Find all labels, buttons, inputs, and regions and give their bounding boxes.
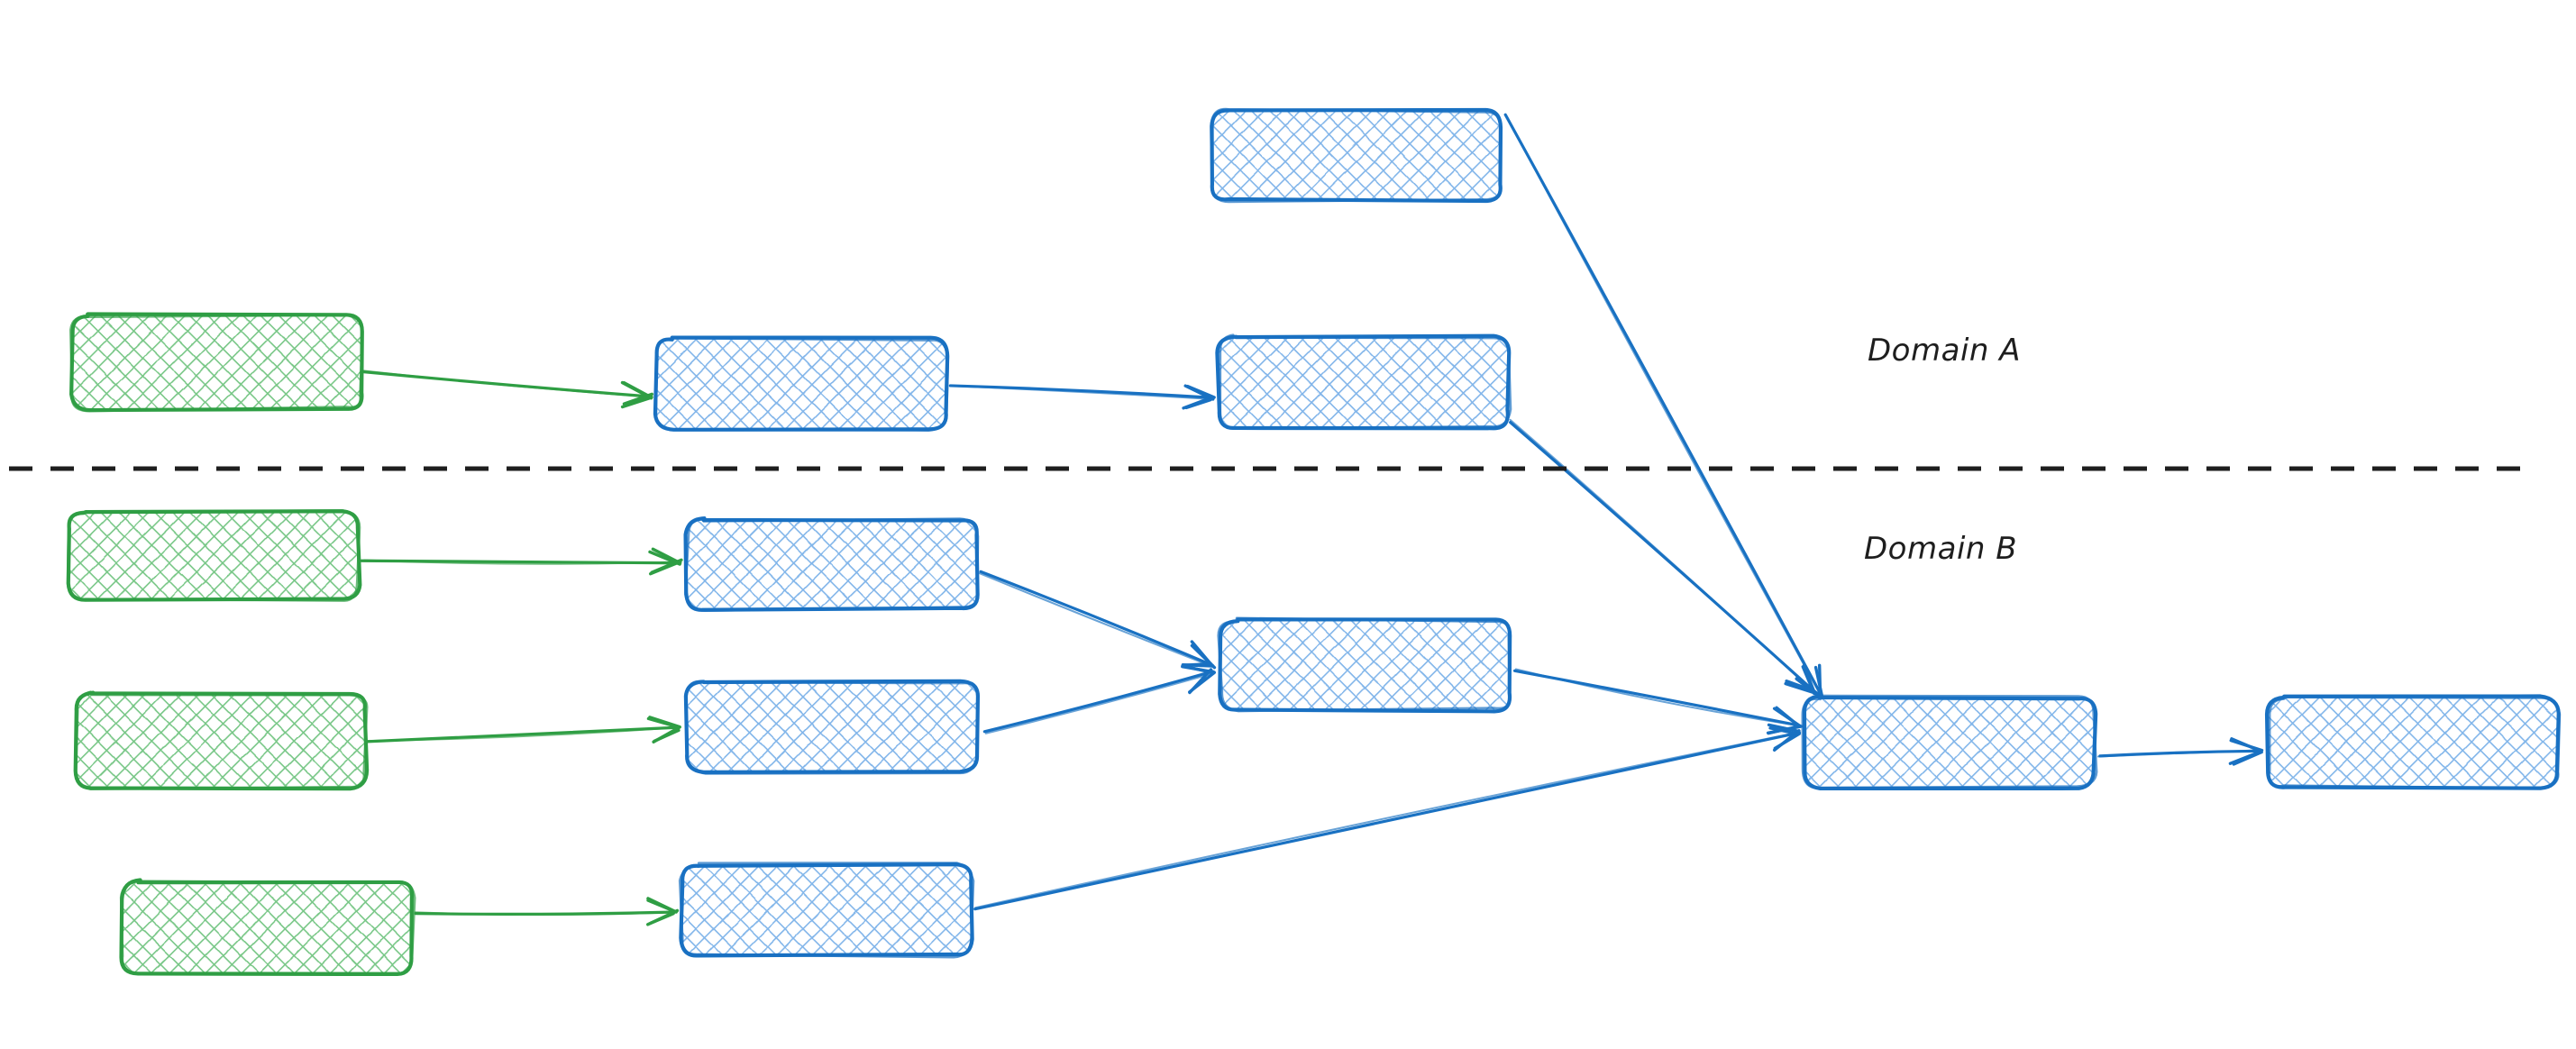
node-fill — [1220, 620, 1511, 710]
edge-line — [984, 672, 1213, 734]
edge-line — [974, 731, 1801, 909]
node-outline — [685, 680, 980, 775]
edge-e6[interactable] — [361, 716, 681, 743]
node-b-final[interactable] — [2264, 694, 2562, 790]
arrow-head — [1768, 726, 1801, 751]
edge-line — [951, 385, 1214, 400]
edge-line — [2096, 749, 2261, 758]
edge-e4[interactable] — [1509, 418, 1818, 696]
node-fill — [2268, 698, 2558, 788]
node-b-proc-3[interactable] — [678, 862, 975, 959]
node-b-src-3[interactable] — [119, 878, 416, 977]
node-a-top-1[interactable] — [1210, 107, 1503, 204]
node-fill — [72, 315, 362, 409]
node-outline — [684, 515, 980, 613]
edge-line — [973, 731, 1802, 911]
node-fill — [69, 512, 359, 600]
edge-e1[interactable] — [361, 369, 654, 409]
arrow-head — [646, 716, 681, 743]
node-outline — [1801, 694, 2098, 789]
edge-line — [978, 572, 1214, 668]
arrow-head — [646, 897, 678, 926]
arrow-head — [1184, 384, 1216, 410]
node-outline — [654, 336, 950, 432]
node-fill — [681, 865, 972, 955]
node-outline — [2268, 696, 2562, 790]
edge-e11[interactable] — [973, 723, 1802, 911]
nodes-layer — [66, 107, 2562, 977]
edge-e2[interactable] — [948, 384, 1216, 410]
label-domain-b: Domain B — [1864, 531, 2017, 567]
node-outline — [1210, 107, 1502, 204]
node-outline — [74, 690, 369, 791]
edge-line — [362, 369, 654, 398]
edge-line — [982, 670, 1214, 734]
edges-layer — [360, 113, 2264, 926]
node-outline — [1219, 333, 1512, 430]
arrow-head — [2228, 738, 2264, 765]
edge-line — [979, 570, 1214, 667]
edge-line — [1509, 418, 1815, 693]
node-outline — [69, 314, 364, 413]
node-fill — [1219, 337, 1509, 427]
node-a-src-1[interactable] — [69, 312, 364, 413]
node-b-sink[interactable] — [1801, 694, 2098, 791]
node-b-merge[interactable] — [1217, 616, 1512, 714]
edge-e5[interactable] — [360, 547, 683, 576]
node-b-proc-2[interactable] — [683, 679, 981, 775]
edge-line — [361, 726, 681, 743]
arrow-head — [620, 380, 653, 406]
node-outline — [119, 880, 416, 975]
node-fill — [1804, 698, 2095, 788]
arrow-head — [1181, 664, 1216, 695]
edge-e10[interactable] — [1512, 668, 1804, 735]
edge-e3[interactable] — [1503, 113, 1823, 698]
edge-e9[interactable] — [982, 664, 1217, 734]
node-fill — [76, 694, 366, 788]
edge-line — [363, 559, 679, 565]
node-outline — [1217, 616, 1512, 713]
node-fill — [687, 681, 977, 771]
edge-line — [1514, 668, 1802, 727]
edge-e7[interactable] — [414, 897, 680, 926]
edge-line — [1505, 115, 1822, 698]
node-b-proc-1[interactable] — [683, 515, 980, 613]
node-outline — [66, 509, 361, 602]
node-outline — [678, 862, 975, 959]
node-fill — [656, 339, 946, 429]
node-a-proc-2[interactable] — [1215, 333, 1512, 431]
label-domain-a: Domain A — [1868, 333, 2021, 369]
edge-line — [414, 911, 678, 917]
node-fill — [1211, 110, 1502, 200]
node-b-src-1[interactable] — [66, 509, 362, 602]
node-fill — [687, 519, 977, 609]
node-fill — [123, 881, 413, 973]
arrow-head — [1785, 665, 1816, 696]
node-b-src-2[interactable] — [73, 690, 370, 791]
node-a-proc-1[interactable] — [653, 335, 950, 432]
arrow-head — [1182, 643, 1217, 670]
edge-e8[interactable] — [978, 570, 1217, 670]
edge-e12[interactable] — [2096, 737, 2264, 766]
domain-labels-layer: Domain A Domain B — [1864, 333, 2021, 567]
arrow-head — [648, 550, 683, 574]
